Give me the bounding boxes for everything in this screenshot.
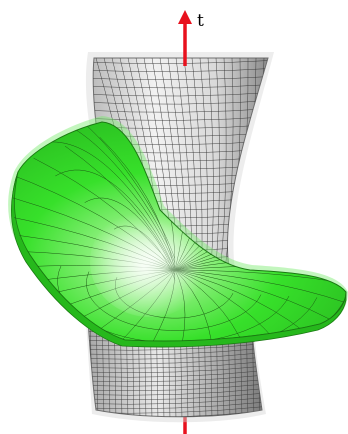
mesh-line: [93, 59, 268, 64]
axis-arrowhead-icon: [178, 10, 192, 24]
mesh-line: [88, 392, 262, 400]
mesh-line: [88, 379, 262, 387]
mesh-line: [88, 397, 262, 405]
mesh-line: [88, 383, 262, 391]
axis-label-t: t: [197, 11, 204, 31]
mesh-line: [93, 67, 268, 72]
mesh-line: [86, 271, 262, 331]
mesh-line: [88, 374, 262, 382]
mesh-line: [88, 401, 262, 409]
mesh-line: [88, 388, 262, 396]
mesh-line: [88, 370, 262, 378]
helicoid-band: [8, 116, 348, 348]
